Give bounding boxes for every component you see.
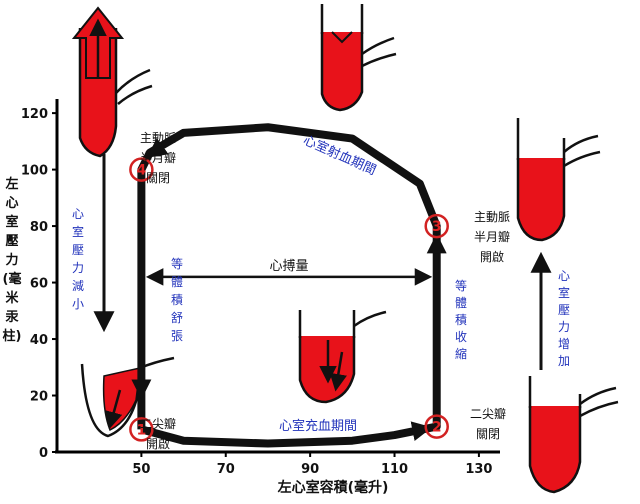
y-axis-label-char: 心	[5, 196, 18, 211]
y-axis-label-char: (毫	[3, 271, 22, 287]
mitral-valve-open-label: 二尖瓣	[140, 417, 176, 431]
phase-point-1-number: 1	[137, 422, 147, 438]
pressure-increase-label: 室	[558, 285, 570, 300]
x-tick-labels: 50 70 90 110 130	[132, 452, 492, 477]
heart-ventricle-icon	[298, 310, 387, 404]
x-tick-label: 90	[301, 462, 319, 477]
phase-point-4-circle	[129, 157, 154, 182]
pressure-decrease-label: 室	[72, 224, 84, 239]
x-axis-label: 左心室容積(毫升)	[277, 479, 389, 496]
x-tick-label: 110	[381, 462, 408, 477]
y-axis-label-char: 左	[5, 176, 18, 192]
aortic-valve-open-label: 半月瓣	[474, 230, 510, 244]
phase-point-2-circle	[424, 414, 449, 439]
y-tick-label: 120	[21, 107, 48, 122]
aortic-valve-open-label: 主動脈	[474, 210, 510, 224]
y-tick-label: 60	[30, 277, 48, 292]
pressure-increase-label: 增	[558, 337, 570, 351]
y-axis-label-char: 力	[5, 252, 18, 268]
y-tick-label: 20	[30, 390, 48, 405]
isovolumetric-contraction-label: 收	[455, 330, 467, 344]
loop-arrow	[146, 135, 177, 158]
y-axis-label-char: 米	[5, 290, 19, 306]
x-tick-label: 50	[132, 462, 150, 477]
heart-ventricle-icon	[516, 118, 601, 242]
pressure-decrease-label: 壓	[72, 243, 84, 257]
isovolumetric-contraction-label: 縮	[455, 346, 467, 361]
x-tick-label: 130	[465, 462, 492, 477]
phase-point-3-circle	[424, 213, 449, 239]
y-tick-labels: 0 20 40 60 80 100 120	[21, 107, 57, 461]
mitral-valve-close-label: 二尖瓣	[470, 407, 506, 421]
pressure-increase-label: 壓	[558, 303, 570, 317]
y-axis-label-char: 室	[5, 214, 18, 230]
phase-point-2-number: 2	[432, 420, 442, 436]
aortic-valve-close-label: 關閉	[146, 171, 170, 185]
y-axis-label-char: 壓	[5, 234, 18, 249]
isovolumetric-contraction-label: 體	[455, 296, 467, 310]
aortic-valve-close-label: 半月瓣	[140, 151, 176, 165]
isovolumetric-contraction-label: 積	[455, 312, 467, 327]
y-tick-label: 100	[21, 164, 48, 179]
y-tick-label: 0	[39, 446, 48, 461]
y-tick-label: 40	[30, 333, 48, 348]
aortic-valve-open-label: 開啟	[480, 249, 504, 264]
phase-point-markers: 1 2 3 4	[129, 157, 449, 442]
loop-arrow	[385, 421, 433, 441]
isovolumetric-relaxation-label: 等	[171, 257, 183, 271]
pressure-decrease-label: 減	[72, 278, 84, 293]
phase-point-1-circle	[129, 417, 154, 442]
heart-ventricle-icon	[80, 356, 175, 438]
pressure-decrease-label: 心	[72, 207, 84, 221]
y-tick-label: 80	[30, 220, 48, 235]
heart-ventricle-icon	[71, 6, 153, 158]
filling-phase-label: 心室充血期間	[279, 418, 357, 434]
pressure-increase-label: 力	[558, 320, 570, 334]
phase-point-4-number: 4	[137, 163, 147, 179]
heart-ventricle-icon	[528, 376, 619, 494]
x-tick-label: 70	[217, 462, 235, 477]
isovolumetric-relaxation-label: 舒	[171, 311, 183, 325]
axes	[55, 99, 500, 454]
pressure-increase-label: 心	[558, 269, 570, 283]
heart-ventricle-icon	[320, 4, 397, 112]
pressure-increase-label: 加	[558, 354, 570, 368]
mitral-valve-close-label: 關閉	[476, 427, 500, 441]
isovolumetric-relaxation-label: 體	[171, 275, 183, 289]
loop-direction-arrows	[131, 135, 447, 441]
isovolumetric-relaxation-label: 張	[171, 329, 183, 343]
stroke-volume-label: 心搏量	[270, 258, 309, 274]
y-axis-label-char: 汞	[5, 310, 19, 325]
mitral-valve-open-label: 開啟	[146, 436, 170, 451]
pressure-decrease-label: 力	[72, 261, 84, 275]
isovolumetric-relaxation-label: 積	[171, 292, 183, 307]
phase-point-3-number: 3	[432, 219, 442, 235]
aortic-valve-close-label: 主動脈	[140, 131, 176, 145]
y-axis-label-char: 柱)	[3, 328, 22, 344]
pressure-decrease-label: 小	[72, 297, 84, 311]
isovolumetric-contraction-label: 等	[455, 279, 467, 293]
pv-loop-line	[137, 123, 441, 448]
heart-illustrations	[71, 4, 619, 494]
